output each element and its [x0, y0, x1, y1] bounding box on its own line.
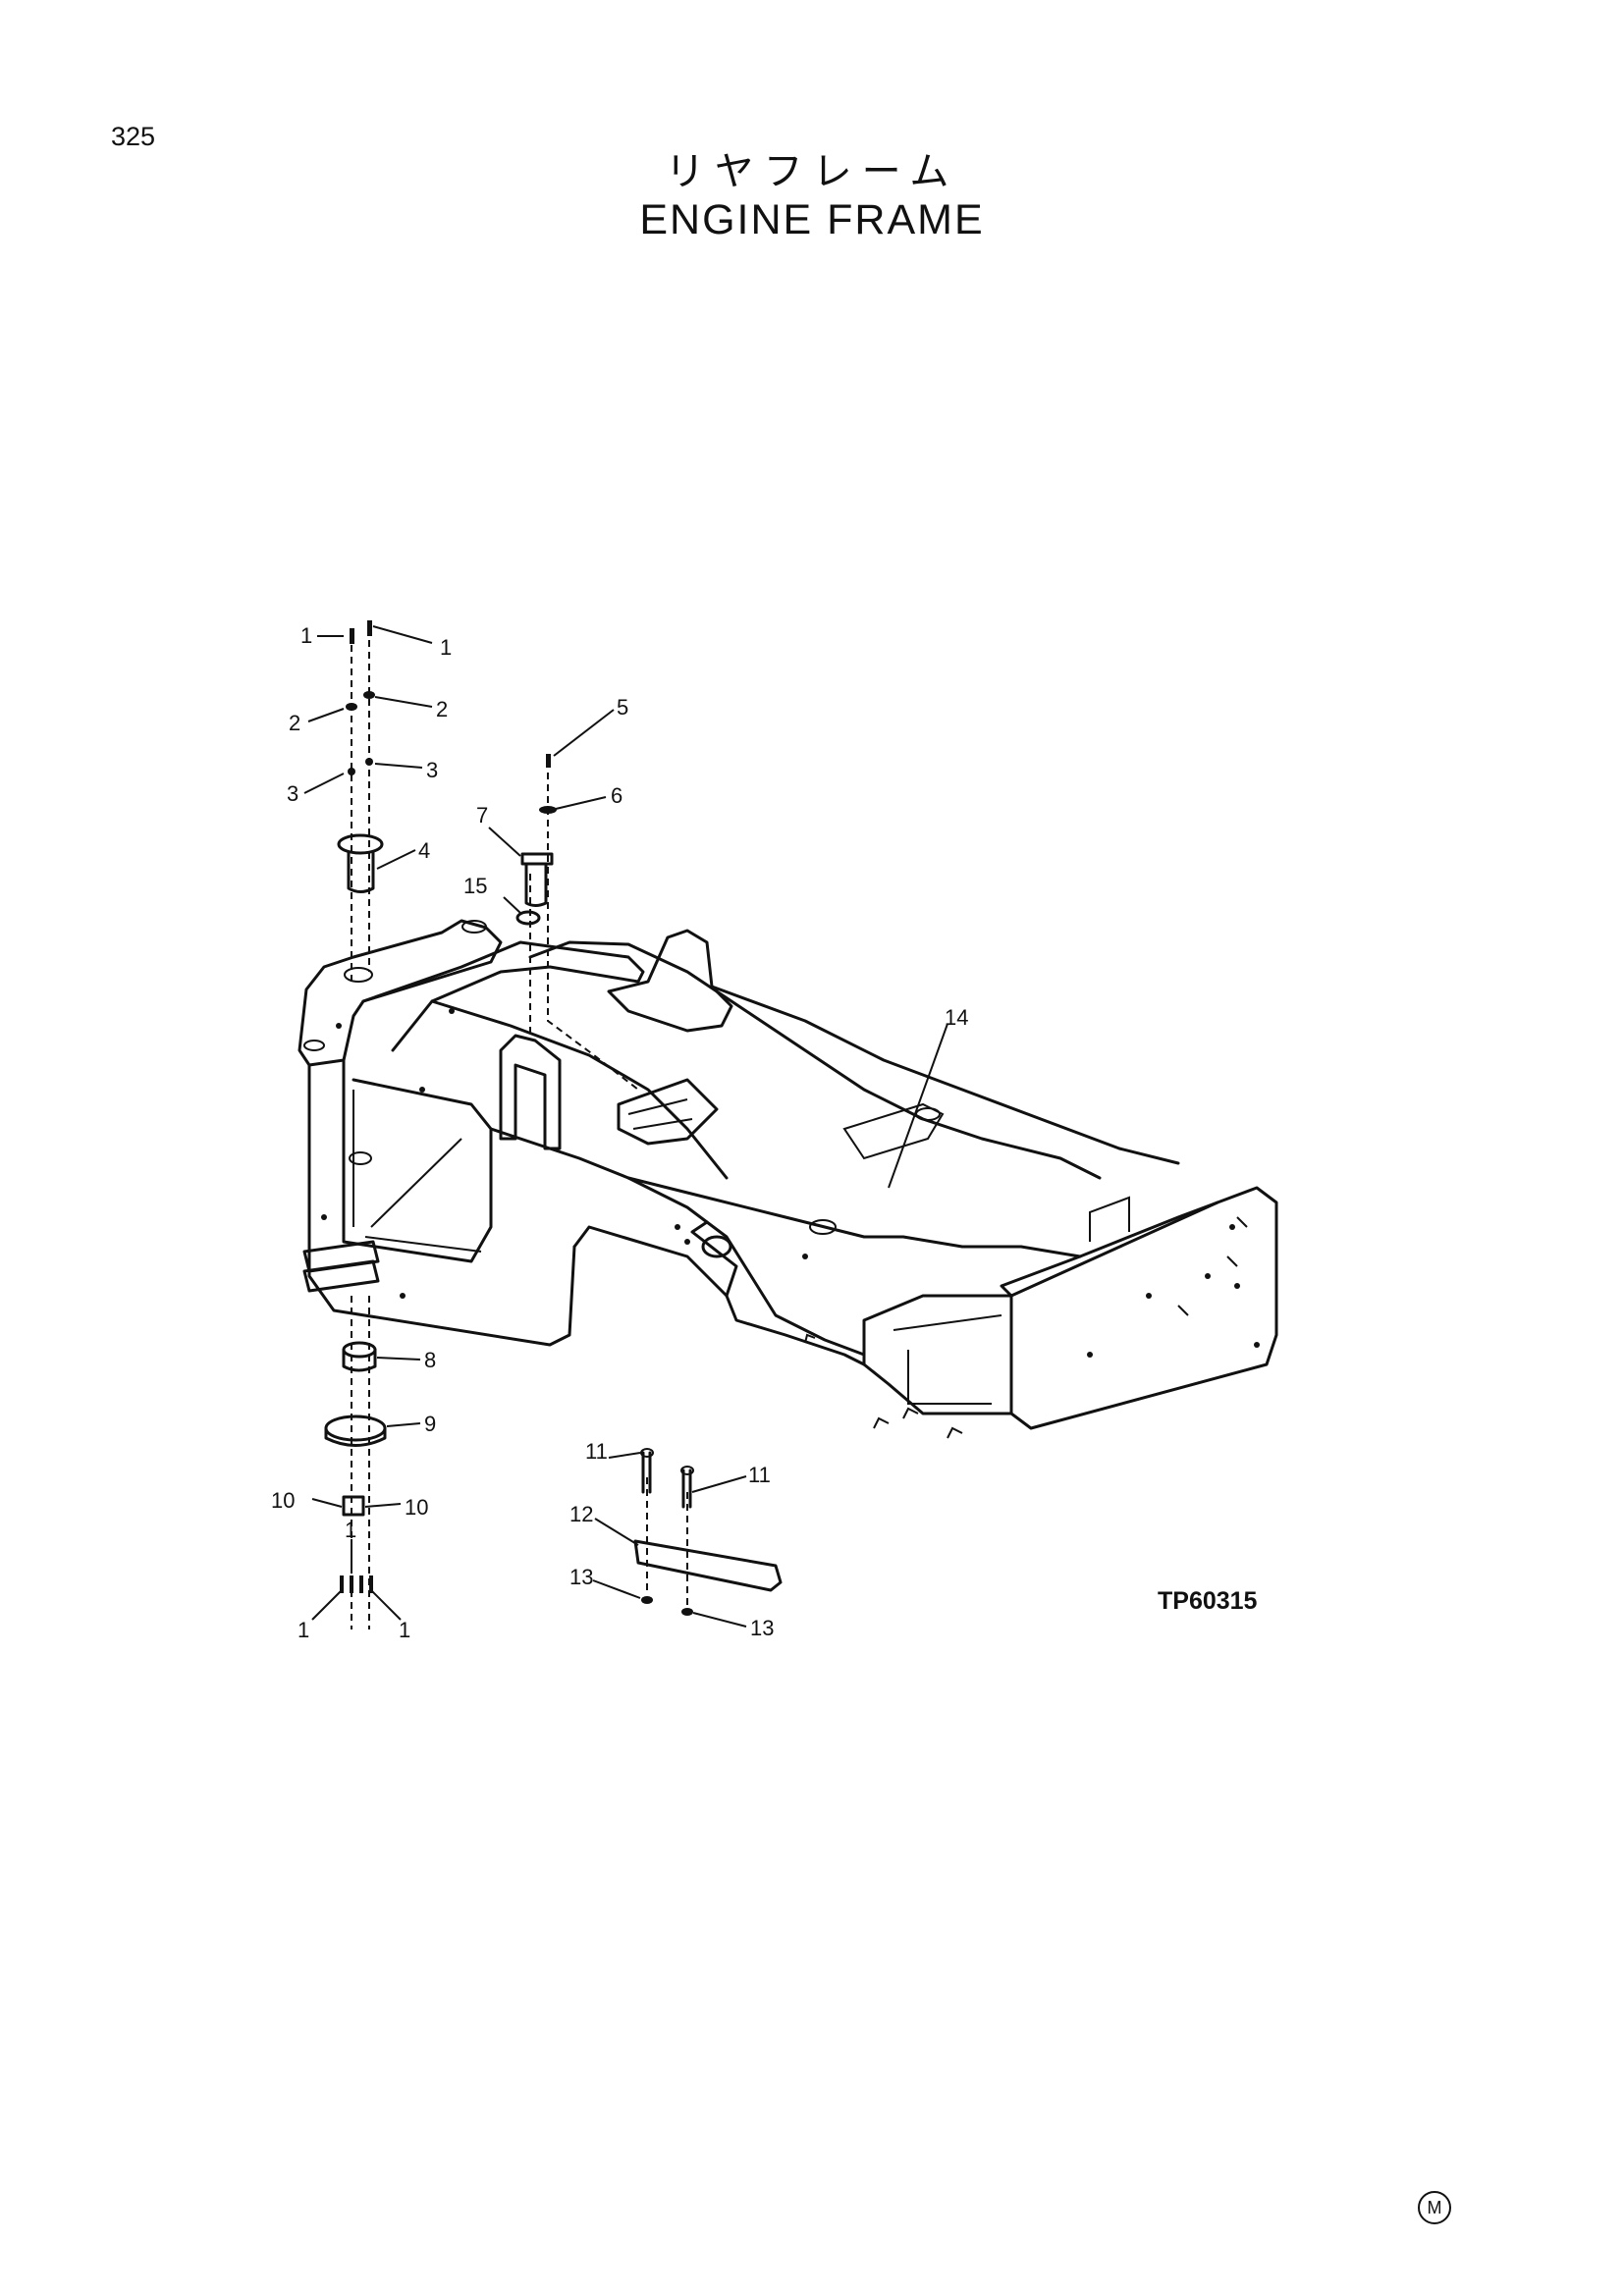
callout-1: 1 — [300, 623, 312, 648]
callout-1: 1 — [399, 1618, 410, 1642]
callout-4: 4 — [418, 838, 430, 863]
callout-13: 13 — [569, 1565, 593, 1589]
callout-8: 8 — [424, 1348, 436, 1372]
callout-1: 1 — [298, 1618, 309, 1642]
m-mark-icon: M — [1418, 2191, 1451, 2224]
callout-3: 3 — [287, 781, 298, 806]
figure-code: TP60315 — [1158, 1587, 1258, 1615]
leader-lines — [303, 625, 948, 1628]
callout-2: 2 — [436, 697, 448, 721]
callout-1: 1 — [440, 635, 452, 660]
callout-6: 6 — [611, 783, 623, 808]
callout-2: 2 — [289, 711, 300, 735]
callout-3: 3 — [426, 758, 438, 782]
exploded-parts-center — [515, 754, 783, 1616]
callouts: 1 1 2 2 3 3 4 5 6 7 15 14 8 9 10 10 1 1 … — [271, 623, 968, 1642]
page-title-japanese: リヤフレーム — [665, 149, 959, 194]
exploded-parts-left — [324, 620, 387, 1629]
callout-10: 10 — [405, 1495, 428, 1520]
callout-11: 11 — [748, 1463, 771, 1487]
callout-11: 11 — [585, 1439, 608, 1464]
callout-14: 14 — [945, 1005, 968, 1030]
callout-5: 5 — [617, 695, 628, 720]
callout-7: 7 — [476, 803, 488, 828]
page-number: 325 — [111, 122, 156, 151]
callout-13: 13 — [750, 1616, 774, 1640]
callout-10: 10 — [271, 1488, 295, 1513]
callout-9: 9 — [424, 1412, 436, 1436]
callout-15: 15 — [463, 874, 487, 898]
callout-1: 1 — [345, 1518, 356, 1542]
callout-12: 12 — [569, 1502, 593, 1526]
engine-frame-drawing — [298, 919, 1278, 1439]
page-title: ENGINE FRAME — [639, 196, 985, 243]
